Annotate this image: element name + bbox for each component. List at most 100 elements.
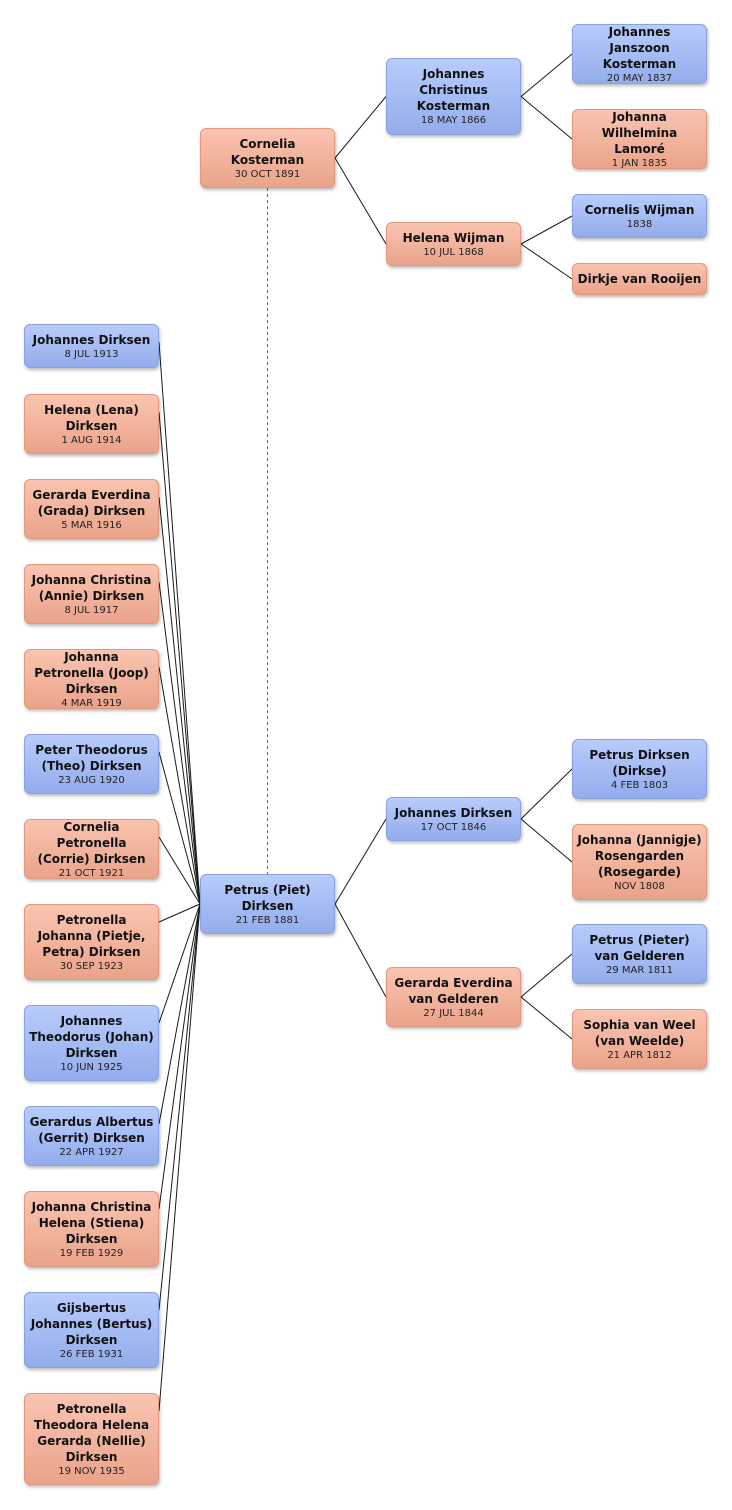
person-date: 1 AUG 1914 (61, 434, 122, 446)
person-name: Petrus Dirksen (Dirkse) (589, 747, 690, 778)
child-card[interactable]: Peter Theodorus (Theo) Dirksen 23 AUG 19… (24, 734, 159, 794)
person-name: Gerardus Albertus (Gerrit) Dirksen (29, 1114, 154, 1145)
child-card[interactable]: Gijsbertus Johannes (Bertus) Dirksen 26 … (24, 1292, 159, 1368)
parent-link-line (520, 243, 573, 280)
child-link-line (158, 903, 201, 1210)
person-name: Johannes Janszoon Kosterman (602, 24, 677, 71)
child-link-line (158, 903, 201, 1024)
child-card[interactable]: Johanna Christina (Annie) Dirksen 8 JUL … (24, 564, 159, 624)
person-date: NOV 1808 (614, 880, 665, 892)
person-date: 1 JAN 1835 (611, 157, 668, 169)
parent-link-line (334, 157, 387, 245)
person-date: 21 APR 1812 (607, 1049, 672, 1061)
person-name: Johanna Wilhelmina Lamoré (601, 109, 678, 156)
child-link-line (158, 581, 201, 905)
person-date: 4 FEB 1803 (610, 779, 669, 791)
child-link-line (158, 666, 201, 905)
child-card[interactable]: Johanna Petronella (Joop) Dirksen 4 MAR … (24, 649, 159, 709)
child-link-line (158, 496, 201, 905)
person-card-petrus-dirksen-dirkse[interactable]: Petrus Dirksen (Dirkse) 4 FEB 1803 (572, 739, 707, 799)
person-name: Helena Wijman (402, 230, 505, 245)
person-date: 8 JUL 1913 (64, 348, 119, 360)
person-name: Petrus (Pieter) van Gelderen (589, 932, 690, 963)
person-date: 21 FEB 1881 (235, 914, 300, 926)
person-card-gerarda-everdina-van-gelderen[interactable]: Gerarda Everdina van Gelderen 27 JUL 184… (386, 967, 521, 1027)
person-card-helena-wijman[interactable]: Helena Wijman 10 JUL 1868 (386, 222, 521, 266)
child-card[interactable]: Gerarda Everdina (Grada) Dirksen 5 MAR 1… (24, 479, 159, 539)
person-name: Helena (Lena) Dirksen (44, 402, 139, 433)
person-name: Cornelia Petronella (Corrie) Dirksen (37, 819, 146, 866)
person-card-johanna-wilhelmina-lamore[interactable]: Johanna Wilhelmina Lamoré 1 JAN 1835 (572, 109, 707, 169)
person-date: 29 MAR 1811 (606, 964, 673, 976)
child-card[interactable]: Johanna Christina Helena (Stiena) Dirkse… (24, 1191, 159, 1267)
person-date: 26 FEB 1931 (59, 1348, 124, 1360)
child-link-line (158, 751, 201, 905)
child-link-line (158, 411, 201, 905)
person-date: 30 OCT 1891 (234, 168, 301, 180)
child-card[interactable]: Helena (Lena) Dirksen 1 AUG 1914 (24, 394, 159, 454)
child-card[interactable]: Cornelia Petronella (Corrie) Dirksen 21 … (24, 819, 159, 879)
child-link-line (158, 903, 201, 1311)
person-name: Petronella Theodora Helena Gerarda (Nell… (33, 1401, 150, 1464)
child-link-line (158, 341, 201, 905)
person-date: 17 OCT 1846 (420, 821, 487, 833)
person-name: Cornelia Kosterman (230, 136, 305, 167)
person-date: 30 SEP 1923 (59, 960, 124, 972)
person-name: Peter Theodorus (Theo) Dirksen (35, 742, 148, 773)
parent-link-line (520, 215, 573, 245)
parent-link-line (520, 768, 573, 820)
person-card-petrus-pieter-van-gelderen[interactable]: Petrus (Pieter) van Gelderen 29 MAR 1811 (572, 924, 707, 984)
person-date: 18 MAY 1866 (420, 115, 487, 126)
person-card-johannes-dirksen-1846[interactable]: Johannes Dirksen 17 OCT 1846 (386, 797, 521, 841)
parent-link-line (520, 996, 573, 1040)
person-card-cornelis-wijman[interactable]: Cornelis Wijman 1838 (572, 194, 707, 238)
person-date: 10 JUN 1925 (60, 1061, 123, 1073)
parent-link-line (334, 96, 387, 159)
person-name: Johanna Petronella (Joop) Dirksen (34, 649, 149, 696)
person-name: Petronella Johanna (Pietje, Petra) Dirks… (37, 912, 146, 959)
person-name: Johannes Christinus Kosterman (416, 67, 491, 113)
person-date: 10 JUL 1868 (423, 246, 484, 258)
child-link-line (158, 903, 201, 1412)
child-card[interactable]: Johannes Theodorus (Johan) Dirksen 10 JU… (24, 1005, 159, 1081)
child-card[interactable]: Petronella Theodora Helena Gerarda (Nell… (24, 1393, 159, 1485)
parent-link-line (520, 953, 573, 998)
person-date: 23 AUG 1920 (58, 774, 125, 786)
person-name: Johanna (Jannigje) Rosengarden (Rosegard… (577, 832, 702, 879)
person-date: 19 NOV 1935 (58, 1465, 125, 1477)
child-card[interactable]: Johannes Dirksen 8 JUL 1913 (24, 324, 159, 368)
person-name: Cornelis Wijman (584, 202, 695, 217)
person-date: 22 APR 1927 (59, 1146, 124, 1158)
child-link-line (158, 903, 201, 1125)
person-date: 8 JUL 1917 (64, 604, 119, 616)
person-name: Johanna Christina (Annie) Dirksen (31, 572, 152, 603)
person-date: 5 MAR 1916 (61, 519, 122, 531)
person-date: 4 MAR 1919 (61, 697, 122, 709)
person-card-johannes-christinus-kosterman[interactable]: Johannes Christinus Kosterman 18 MAY 186… (386, 58, 521, 135)
person-name: Johannes Dirksen (394, 805, 513, 820)
person-name: Johanna Christina Helena (Stiena) Dirkse… (31, 1199, 152, 1246)
person-name: Dirkje van Rooijen (577, 272, 702, 286)
child-card[interactable]: Gerardus Albertus (Gerrit) Dirksen 22 AP… (24, 1106, 159, 1166)
person-card-sophia-van-weel[interactable]: Sophia van Weel (van Weelde) 21 APR 1812 (572, 1009, 707, 1069)
person-card-dirkje-van-rooijen[interactable]: Dirkje van Rooijen (572, 263, 707, 295)
parent-link-line (520, 96, 573, 140)
person-date: 1838 (626, 218, 653, 230)
person-name: Gerarda Everdina van Gelderen (394, 975, 513, 1006)
person-name: Gijsbertus Johannes (Bertus) Dirksen (30, 1300, 153, 1347)
person-card-petrus-piet-dirksen[interactable]: Petrus (Piet) Dirksen 21 FEB 1881 (200, 874, 335, 934)
child-card[interactable]: Petronella Johanna (Pietje, Petra) Dirks… (24, 904, 159, 980)
person-card-johannes-janszoon-kosterman[interactable]: Johannes Janszoon Kosterman 20 MAY 1837 (572, 24, 707, 84)
child-link-line (158, 836, 201, 905)
parent-link-line (334, 903, 387, 998)
person-date: 21 OCT 1921 (58, 867, 125, 879)
person-card-johanna-jannigje-rosengarden[interactable]: Johanna (Jannigje) Rosengarden (Rosegard… (572, 824, 707, 900)
parent-link-line (520, 818, 573, 863)
person-name: Petrus (Piet) Dirksen (224, 882, 311, 913)
person-card-cornelia-kosterman[interactable]: Cornelia Kosterman 30 OCT 1891 (200, 128, 335, 188)
person-date: 20 MAY 1837 (606, 72, 673, 84)
person-name: Gerarda Everdina (Grada) Dirksen (32, 487, 151, 518)
person-date: 27 JUL 1844 (423, 1007, 484, 1019)
person-date: 19 FEB 1929 (59, 1247, 124, 1259)
